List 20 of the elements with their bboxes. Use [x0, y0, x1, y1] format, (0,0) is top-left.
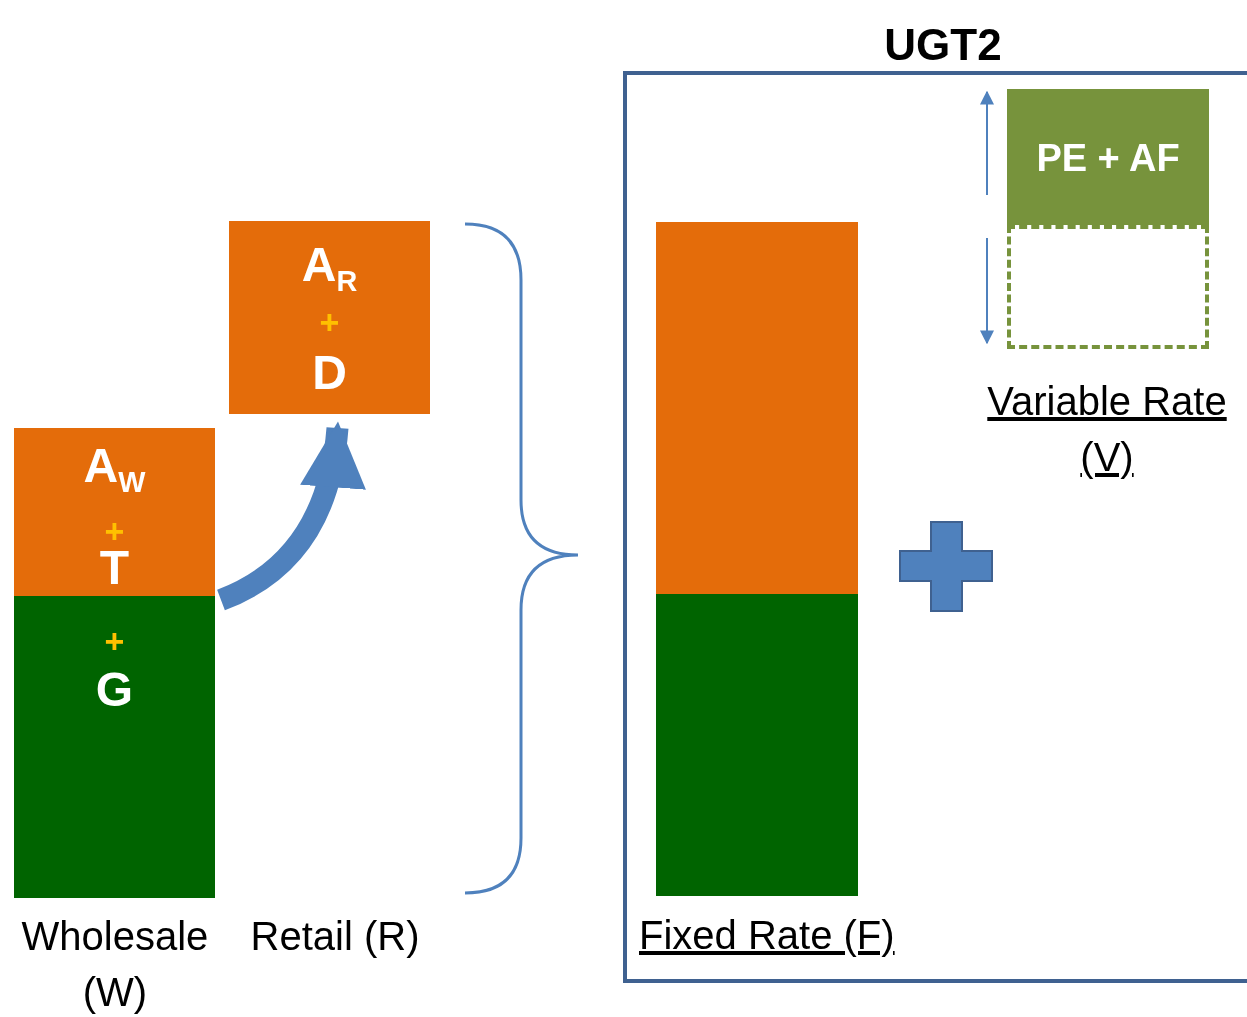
block-label: A$_{W}$	[83, 442, 146, 497]
rate-label: Wholesale (W)	[20, 913, 210, 1016]
dashed-placeholder-box	[1007, 225, 1209, 349]
caption: Retail (R)	[250, 913, 420, 960]
operator-text: +	[104, 624, 125, 658]
block-label: PE + AF	[1036, 139, 1180, 177]
block-label: D	[312, 349, 347, 397]
operator-text: +	[319, 305, 340, 339]
rate-label: Variable Rate (V)	[986, 378, 1228, 481]
bar-segment	[656, 594, 858, 896]
curved-arrow	[216, 421, 364, 611]
cost-block	[229, 221, 430, 414]
block-label: G	[95, 666, 134, 714]
block-label: A$_{R}$	[301, 241, 358, 296]
frame-title: UGT2	[883, 23, 1003, 67]
cost-block	[14, 596, 215, 898]
rate-label: Fixed Rate (F)	[639, 912, 896, 959]
rate-block	[1007, 89, 1209, 225]
cost-block	[14, 428, 215, 596]
bar-segment	[656, 222, 858, 594]
